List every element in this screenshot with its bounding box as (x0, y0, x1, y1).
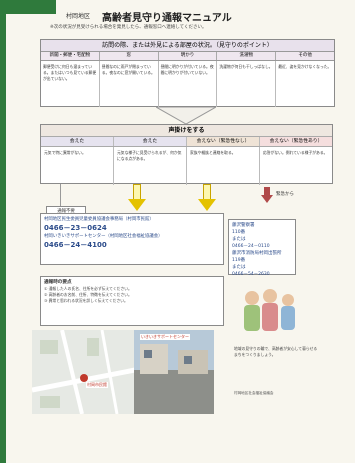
notes-title: 通報時の要点 (44, 280, 72, 285)
option-met-ok: 会えた (41, 137, 114, 146)
police-title: 藤沢警察署 (232, 223, 255, 228)
down-arrow-icon (128, 184, 146, 212)
map-label-civic: 村岡市民館 (86, 382, 108, 388)
notes-item: ① 通報した人の氏名、住所を必ず伝えてください。 (44, 286, 132, 291)
response-detail: 応答がない。倒れている様子がある。 (263, 150, 328, 155)
police-number: 110番 (232, 230, 246, 235)
observation-item: 郵便受けに何日も溜まっている。またはいつも見ている郵便が出ていない。 (41, 61, 100, 107)
option-met-concern: 会えた (114, 137, 187, 146)
response-options: 会えた 会えた 会えない（緊急性なし） 会えない（緊急性あり） (41, 137, 332, 147)
street-scene-icon (134, 330, 214, 414)
observation-heading: 訪問の際、または外見による部屋の状況。（見守りのポイント） (41, 40, 334, 52)
map-roads-icon (32, 330, 135, 414)
emergency-label: 緊急から (276, 192, 294, 197)
option-not-met-urgent: 会えない（緊急性あり） (260, 137, 332, 146)
emergency-contacts: 藤沢警察署 110番 または 0466－24－0110 藤沢市消防局村岡出張所 … (228, 219, 296, 277)
street-photo: いきいきサポートセンター (134, 330, 214, 414)
category-row: 新聞・郵便・宅配物 窓 明かり 洗濯物 その他 (41, 52, 334, 61)
observation-items: 郵便受けに何日も溜まっている。またはいつも見ている郵便が出ていない。 昼間なのに… (41, 61, 334, 107)
observation-item: 洗濯物が何日も干しっぱなし。 (217, 61, 277, 107)
organization-label: 村岡地区 (66, 13, 91, 20)
police-or: または (232, 237, 246, 242)
area-map: 村岡市民館 (32, 330, 135, 414)
category-other: その他 (276, 52, 334, 60)
notes-item: ③ 異常と思われる状況を詳しく伝えてください。 (44, 298, 128, 303)
report-notes: 通報時の要点 ① 通報した人の氏名、住所を必ず伝えてください。 ② 高齢者のお名… (40, 276, 224, 326)
connector-line (60, 184, 61, 206)
response-detail: 元気な様子に見受けられるが、何か気になる点がある。 (114, 147, 187, 185)
contact-box: 村岡地区民生委員児童委員協議会事務局（村岡市民館） 0466－23－0624 村… (40, 213, 224, 265)
response-detail: 家族や親族と連絡を取る。 (187, 147, 260, 185)
category-newspaper: 新聞・郵便・宅配物 (41, 52, 100, 60)
contact-phone-2: 0466－24－4100 (44, 241, 107, 249)
section-tag (6, 0, 56, 14)
page-title: 高齢者見守り通報マニュアル (102, 13, 232, 24)
observation-table: 訪問の際、または外見による部屋の状況。（見守りのポイント） 新聞・郵便・宅配物 … (40, 39, 335, 107)
caption-text: 地域の見守りの輪で、高齢者が安心して暮らせるまちをつくりましょう。 (234, 346, 318, 357)
down-arrow-icon (156, 107, 216, 125)
contact-org-2: 村岡いきいきサポートセンター（村岡地区社会福祉協議会） (44, 234, 163, 239)
contact-org-1: 村岡地区民生委員児童委員協議会事務局（村岡市民館） (44, 217, 154, 222)
observation-item: 昼間なのに雨戸が閉まっている。夜なのに窓が開いている。 (100, 61, 159, 107)
option-not-met-nonurgent: 会えない（緊急性なし） (187, 137, 260, 146)
category-light: 明かり (158, 52, 218, 60)
category-laundry: 洗濯物 (217, 52, 277, 60)
map-label-center: いきいきサポートセンター (140, 334, 190, 340)
footer-text: 村岡地区社会福祉協議会 (234, 391, 274, 395)
call-out-heading: 声掛けをする (41, 125, 332, 137)
title-band: 村岡地区 高齢者見守り通報マニュアル (6, 0, 355, 26)
emergency-arrow-icon (261, 187, 273, 203)
fire-title: 藤沢市消防局村岡出張所 (232, 251, 282, 256)
fire-phone: 0466－54－2630 (232, 272, 270, 277)
contact-phone-1: 0466－23－0624 (44, 224, 107, 232)
police-phone: 0466－24－0110 (232, 244, 270, 249)
response-details: 元気で特に異常がない。 元気な様子に見受けられるが、何か気になる点がある。 家族… (41, 147, 332, 185)
fire-or: または (232, 265, 246, 270)
observation-item: 最近、姿を見かけなくなった。 (278, 64, 332, 69)
category-window: 窓 (99, 52, 159, 60)
fire-number: 119番 (232, 258, 246, 263)
manual-page: 村岡地区 高齢者見守り通報マニュアル ※次の状況が見受けられる場合を発見したら、… (6, 0, 355, 463)
observation-item: 昼間に明かりが付いている。夜間に明かりが付いていない。 (159, 61, 218, 107)
call-out-section: 声掛けをする 会えた 会えた 会えない（緊急性なし） 会えない（緊急性あり） 元… (40, 124, 333, 185)
response-detail: 元気で特に異常がない。 (41, 147, 114, 185)
notes-item: ② 高齢者のお名前、住所、特徴を伝えてください。 (44, 292, 132, 297)
page-subtitle: ※次の状況が見受けられる場合を発見したら、通報窓口へ連絡してください。 (50, 25, 207, 30)
family-illustration-icon (244, 289, 295, 331)
down-arrow-icon (198, 184, 216, 212)
